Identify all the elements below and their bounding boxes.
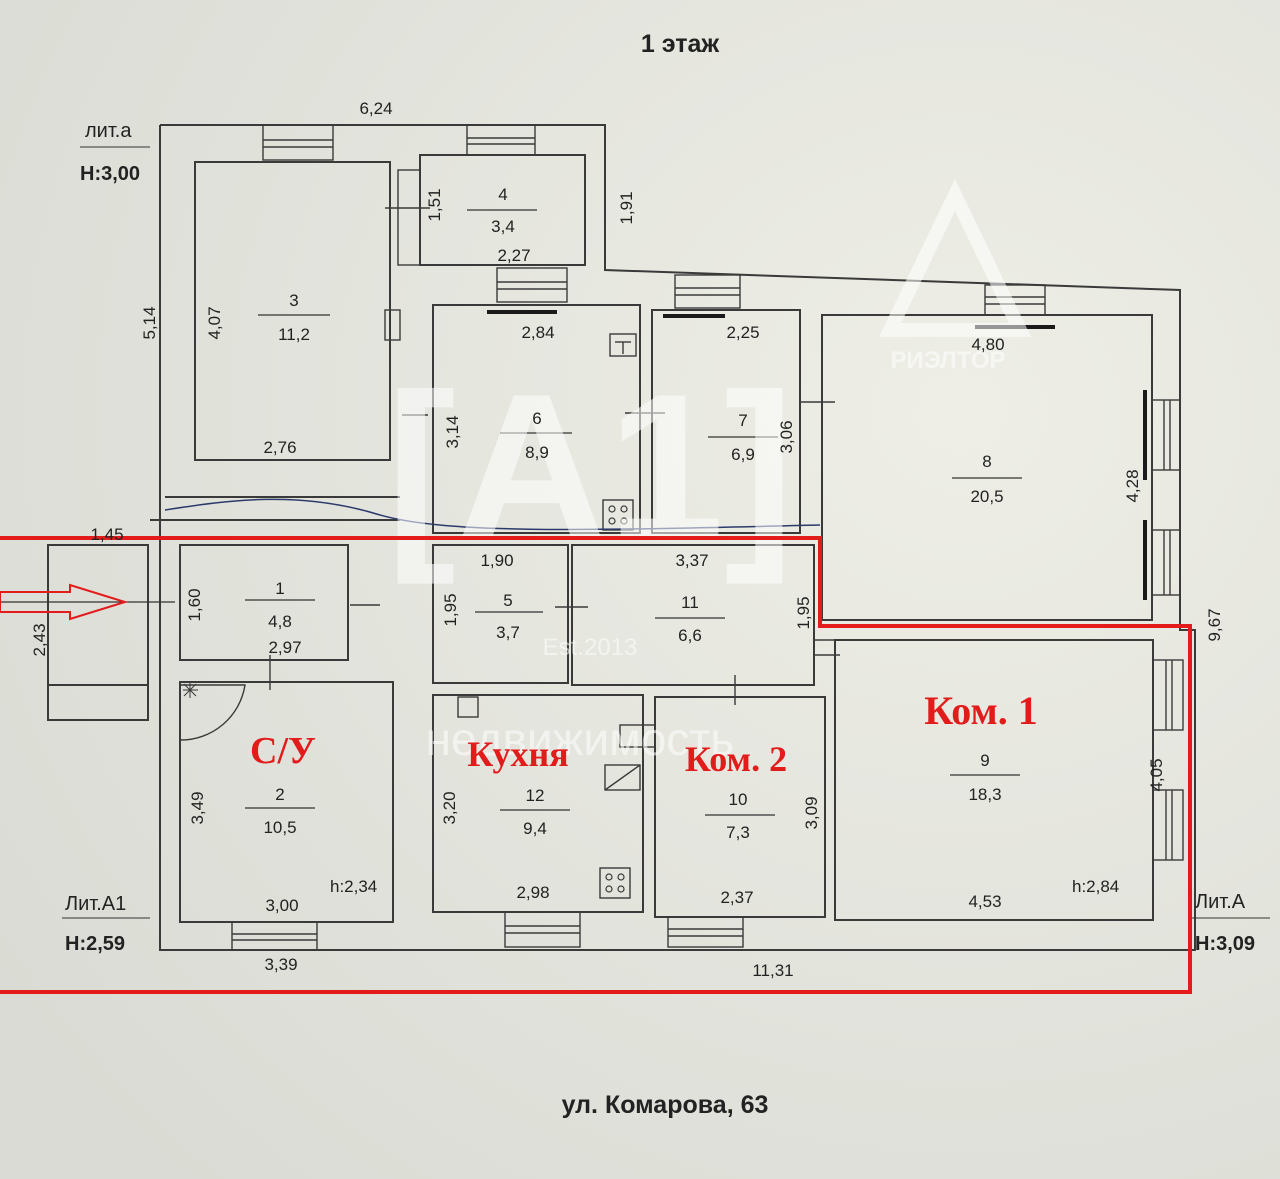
room-3-area: 11,2: [278, 325, 310, 344]
dim-227: 2,27: [497, 246, 530, 265]
room-3-outline: [194, 161, 391, 461]
room-2-number: 2: [275, 785, 284, 804]
room-5-outline: [432, 544, 569, 684]
realtor-logo-icon: [878, 178, 1032, 337]
room-12-number: 12: [526, 786, 545, 805]
room-8-area: 20,5: [970, 487, 1003, 506]
dimension-labels: 6,24 5,14 4,07 2,76 1,51 2,27 1,91 2,84 …: [30, 99, 1224, 980]
room-8-number: 8: [982, 452, 991, 471]
dim-624: 6,24: [359, 99, 392, 118]
kitchen-label: Кухня: [467, 734, 568, 774]
dim-225: 2,25: [726, 323, 759, 342]
area-dividers: [0, 209, 1022, 816]
room-6-outline: [432, 304, 641, 534]
dim-407: 4,07: [205, 306, 224, 339]
dim-284: 2,84: [521, 323, 554, 342]
dim-480: 4,80: [971, 335, 1004, 354]
dim-1131: 11,31: [752, 961, 793, 980]
lit-A-name: Лит.А: [1195, 891, 1246, 913]
lit-labels: лит.а Н:3,00 Лит.А1 Н:2,59 Лит.А Н:3,09: [62, 120, 1270, 955]
room-3-number: 3: [289, 291, 298, 310]
room-9-number: 9: [980, 751, 989, 770]
dim-297: 2,97: [268, 638, 301, 657]
room-1-area: 4,8: [268, 612, 292, 631]
dim-453: 4,53: [968, 892, 1001, 911]
dim-514: 5,14: [140, 306, 159, 339]
dim-300: 3,00: [265, 896, 298, 915]
dim-243: 2,43: [30, 623, 49, 656]
dim-237: 2,37: [720, 888, 753, 907]
red-annotations: С/У Кухня Ком. 2 Ком. 1: [0, 536, 1192, 994]
room-4-area: 3,4: [491, 217, 515, 236]
dim-190: 1,90: [480, 551, 513, 570]
dim-276: 2,76: [263, 438, 296, 457]
dim-967: 9,67: [1205, 608, 1224, 641]
watermark-logo-text: [А1]: [386, 350, 794, 585]
room-1-number: 1: [275, 579, 284, 598]
room-7-number: 7: [738, 411, 747, 430]
dim-151: 1,51: [425, 188, 444, 221]
dim-314: 3,14: [443, 415, 462, 448]
lit-a1-height: Н:2,59: [65, 933, 125, 955]
room-10-number: 10: [729, 790, 748, 809]
dim-191: 1,91: [617, 191, 636, 224]
room-4-number: 4: [498, 185, 507, 204]
dim-349: 3,49: [188, 791, 207, 824]
room-6-number: 6: [532, 409, 541, 428]
outer-walls: [47, 124, 1196, 951]
dim-309: 3,09: [802, 796, 821, 829]
bathroom-label: С/У: [250, 730, 316, 772]
room-7-outline: [651, 309, 801, 534]
dim-405: 4,05: [1147, 758, 1166, 791]
room-11-number: 11: [681, 593, 699, 612]
room1-label: Ком. 1: [924, 688, 1038, 733]
room-11-outline: [571, 544, 815, 686]
watermark-brand: РИЭЛТОР: [891, 347, 1006, 374]
room-12-area: 9,4: [523, 819, 547, 838]
room-9-outline: [834, 639, 1154, 921]
room-5-area: 3,7: [496, 623, 520, 642]
doors-and-fixtures: [179, 169, 840, 899]
watermark-est: Est.2013: [543, 634, 638, 661]
dim-428: 4,28: [1123, 469, 1142, 502]
room-6-area: 8,9: [525, 443, 549, 462]
handdrawn-line: [164, 498, 821, 531]
room-9-area: 18,3: [968, 785, 1001, 804]
room-7-area: 6,9: [731, 445, 755, 464]
dim-337: 3,37: [675, 551, 708, 570]
ceiling-bath: h:2,34: [330, 877, 377, 896]
room2-label: Ком. 2: [685, 739, 787, 779]
lit-a-name: лит.а: [85, 120, 132, 142]
ceiling-room1: h:2,84: [1072, 877, 1119, 896]
dim-320: 3,20: [440, 791, 459, 824]
room-2-area: 10,5: [263, 818, 296, 837]
lit-a1-name: Лит.А1: [65, 893, 126, 915]
room-5-number: 5: [503, 591, 512, 610]
entrance-arrow-icon: [0, 583, 129, 621]
lit-a-height: Н:3,00: [80, 163, 140, 185]
dim-339: 3,39: [264, 955, 297, 974]
dim-298: 2,98: [516, 883, 549, 902]
watermark: РИЭЛТОР [А1] Est.2013 недвижимость: [386, 178, 1032, 765]
room-labels: 1 4,8 2 10,5 3 11,2 4 3,4 5 3,7 6 8,9 7 …: [263, 185, 1003, 842]
plan-title: 1 этаж: [641, 30, 719, 58]
dim-195b: 1,95: [794, 596, 813, 629]
lit-A-height: Н:3,09: [1195, 933, 1255, 955]
room-11-area: 6,6: [678, 626, 702, 645]
address: ул. Комарова, 63: [562, 1091, 769, 1119]
dim-195a: 1,95: [441, 593, 460, 626]
highlight-border: [0, 536, 1192, 994]
room-10-area: 7,3: [726, 823, 750, 842]
watermark-tagline: недвижимость: [426, 713, 735, 765]
dim-160: 1,60: [185, 588, 204, 621]
room-1-outline: [179, 544, 349, 661]
dim-145: 1,45: [90, 525, 123, 544]
dim-306: 3,06: [777, 420, 796, 453]
